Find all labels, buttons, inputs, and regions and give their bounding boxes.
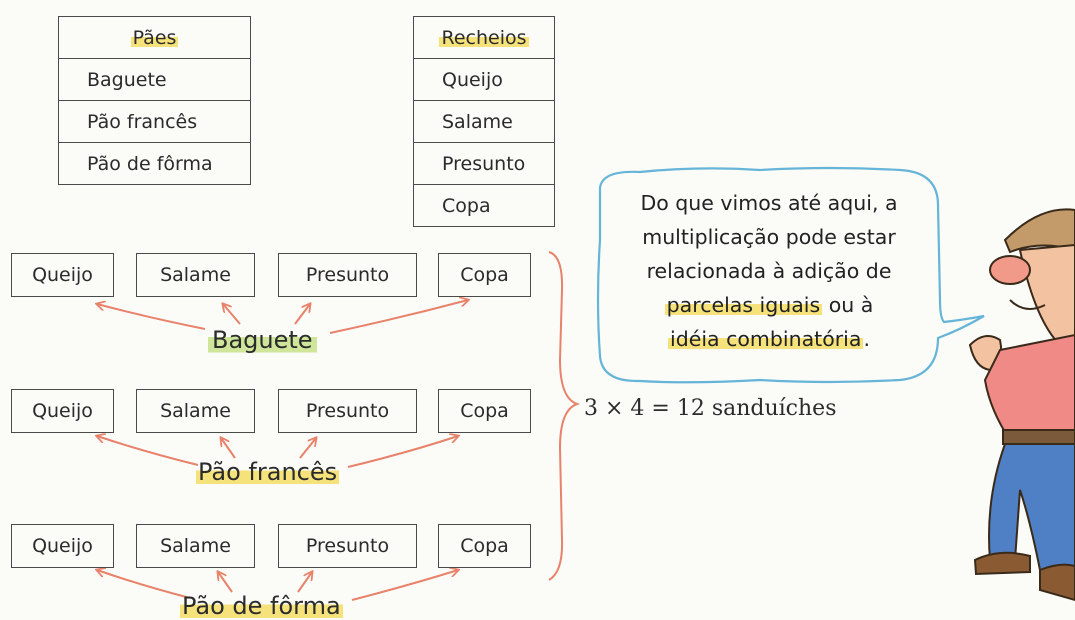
speech-fragment: . <box>863 327 870 351</box>
recheios-row: Presunto <box>413 142 555 185</box>
speech-line: relacionada à adição de <box>646 259 892 283</box>
filling-box: Presunto <box>278 524 417 568</box>
paes-row: Pão francês <box>58 100 251 143</box>
header-text: Recheios <box>439 26 529 49</box>
recheios-row: Queijo <box>413 58 555 101</box>
arrow <box>221 438 236 459</box>
tree-2-arrows <box>97 436 458 468</box>
recheios-row: Copa <box>413 184 555 227</box>
speech-text: Do que vimos até aqui, a multiplicação p… <box>604 186 934 356</box>
bread-label: Pão francês <box>196 458 340 486</box>
arrow <box>351 570 458 601</box>
character-illustration <box>968 208 1075 602</box>
recheios-header: Recheios <box>413 16 555 59</box>
bread-label-text: Pão de fôrma <box>180 592 343 620</box>
highlight-parcelas: parcelas iguais <box>664 293 823 317</box>
filling-box: Salame <box>136 253 255 297</box>
filling-box: Presunto <box>278 389 417 433</box>
highlight-combinatoria: idéia combinatória <box>668 327 864 351</box>
arrow <box>97 570 191 599</box>
bread-label-text: Baguete <box>208 326 317 354</box>
speech-line: Do que vimos até aqui, a <box>640 191 898 215</box>
arrow <box>294 304 310 325</box>
result-equation: 3 × 4 = 12 sanduíches <box>584 396 837 421</box>
speech-line: parcelas iguais ou à <box>604 288 934 322</box>
filling-box: Queijo <box>11 253 114 297</box>
filling-box: Queijo <box>11 524 114 568</box>
paes-row: Baguete <box>58 58 251 101</box>
filling-box: Salame <box>136 389 255 433</box>
arrow <box>299 438 316 459</box>
arrow <box>297 572 312 593</box>
arrow <box>223 304 241 325</box>
speech-fragment: ou à <box>822 293 874 317</box>
arrow <box>329 300 468 334</box>
filling-box: Copa <box>438 524 531 568</box>
filling-box: Salame <box>136 524 255 568</box>
recheios-row: Salame <box>413 100 555 143</box>
filling-box: Queijo <box>11 389 114 433</box>
header-text: Pães <box>130 26 179 49</box>
paes-header: Pães <box>58 16 251 59</box>
filling-box: Copa <box>438 253 531 297</box>
recheios-table: Recheios Queijo Salame Presunto Copa <box>413 16 555 227</box>
filling-box: Copa <box>438 389 531 433</box>
bread-label: Baguete <box>208 326 317 354</box>
speech-line: idéia combinatória. <box>604 322 934 356</box>
curly-brace <box>548 251 580 581</box>
paes-table: Pães Baguete Pão francês Pão de fôrma <box>58 16 251 185</box>
speech-line: multiplicação pode estar <box>642 225 896 249</box>
paes-row: Pão de fôrma <box>58 142 251 185</box>
arrow <box>218 572 233 593</box>
tree-1-arrows <box>97 300 468 334</box>
bread-label: Pão de fôrma <box>180 592 343 620</box>
arrow <box>347 436 458 468</box>
arrow <box>97 436 199 466</box>
filling-box: Presunto <box>278 253 417 297</box>
arrow <box>97 304 206 330</box>
bread-label-text: Pão francês <box>196 458 340 486</box>
